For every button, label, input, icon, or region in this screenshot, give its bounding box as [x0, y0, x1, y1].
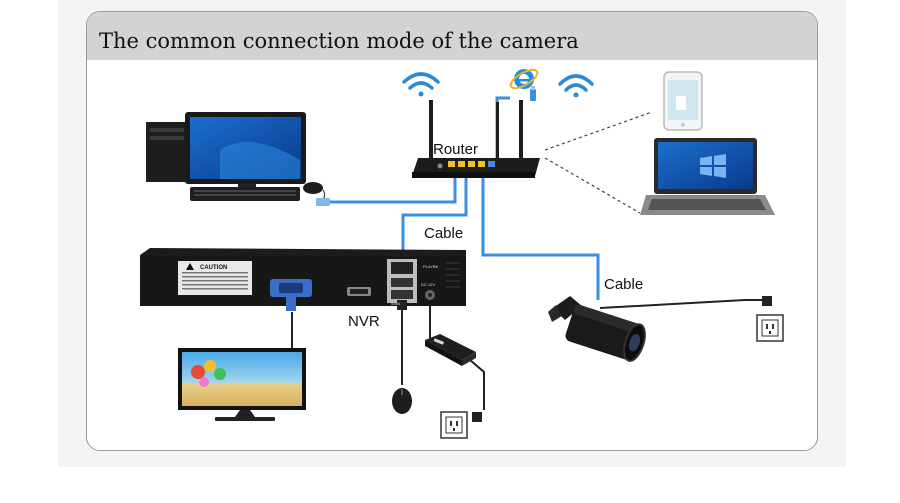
title-bar: The common connection mode of the camera [87, 12, 817, 60]
laptop-icon [640, 138, 775, 215]
wireless-links [544, 111, 653, 214]
nvr-label: NVR [348, 313, 380, 330]
internet-explorer-icon [509, 68, 539, 90]
black-cables [291, 299, 765, 410]
cable-label-right: Cable [604, 276, 644, 293]
cable-label-top: Cable [424, 225, 464, 242]
dc-port-label: DC 12V [421, 282, 435, 287]
cable-adapter-outlet [469, 359, 485, 410]
bullet-camera-icon [548, 296, 646, 362]
usb-plug-icon [530, 86, 536, 101]
cable-pc-router [330, 178, 457, 204]
cable-camera-outlet [599, 299, 765, 309]
router-label: Router [433, 141, 479, 158]
mouse-icon [392, 388, 412, 414]
caution-label: CAUTION [200, 265, 227, 271]
page-title: The common connection mode of the camera [99, 29, 579, 53]
wan-port-label: WAN [391, 301, 400, 306]
cable-router-camera [481, 178, 600, 300]
power-adapter-icon [425, 334, 476, 366]
desktop-pc-icon [146, 112, 306, 201]
power-outlet-icon [440, 411, 482, 439]
router-icon [412, 100, 540, 178]
power-outlet-icon [756, 296, 784, 342]
cable-router-nvr [401, 178, 468, 262]
playback-port-label: PLAYBK [423, 264, 439, 269]
smartphone-icon [663, 71, 703, 131]
ethernet-plug-icon [316, 198, 330, 206]
monitor-icon [178, 348, 306, 421]
wifi-icon [402, 72, 440, 97]
nvr-device [140, 248, 466, 311]
wifi-icon [558, 74, 594, 98]
